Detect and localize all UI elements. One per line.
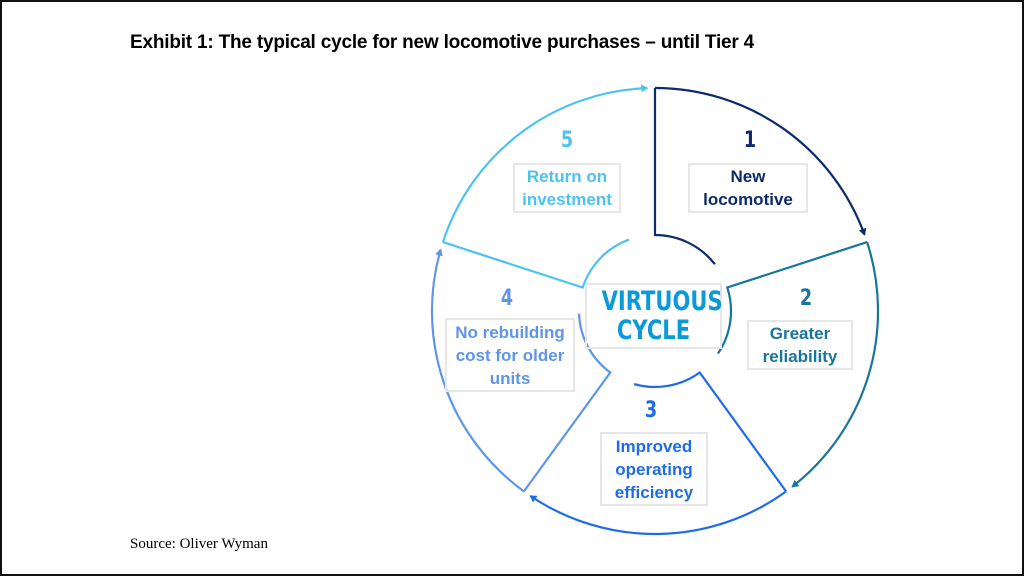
center-line-1: VIRTUOUS: [601, 286, 723, 317]
step-2-boundary: [717, 241, 868, 355]
step-1-segment: [653, 86, 867, 265]
step-5-number: 5: [560, 128, 574, 153]
step-2-arrow: [791, 241, 880, 488]
step-3-label: Improved operating efficiency: [600, 432, 708, 506]
step-1-boundary: [653, 88, 716, 265]
step-5-arrow: [441, 84, 649, 243]
step-3-arrow: [529, 490, 787, 536]
step-3-segment: [529, 370, 787, 536]
step-4-segment: [430, 248, 612, 493]
source-note: Source: Oliver Wyman: [130, 536, 268, 552]
virtuous-cycle-center: VIRTUOUS CYCLE: [585, 283, 723, 349]
step-2-segment: [717, 241, 880, 488]
step-5-label: Return on investment: [513, 163, 621, 213]
step-4-label: No rebuilding cost for older units: [445, 318, 575, 392]
center-line-2: CYCLE: [616, 315, 691, 346]
step-4-number: 4: [500, 286, 514, 311]
step-1-arrow: [654, 86, 867, 236]
step-2-label: Greater reliability: [747, 320, 853, 370]
step-1-number: 1: [743, 128, 757, 153]
step-5-segment: [441, 84, 649, 289]
step-4-arrow: [430, 248, 525, 493]
step-3-number: 3: [644, 398, 658, 423]
step-2-number: 2: [799, 286, 813, 311]
step-1-label: New locomotive: [688, 163, 808, 213]
step-3-boundary: [633, 370, 787, 493]
exhibit-title: Exhibit 1: The typical cycle for new loc…: [130, 32, 755, 53]
step-5-boundary: [442, 238, 630, 289]
step-4-boundary: [523, 313, 612, 493]
